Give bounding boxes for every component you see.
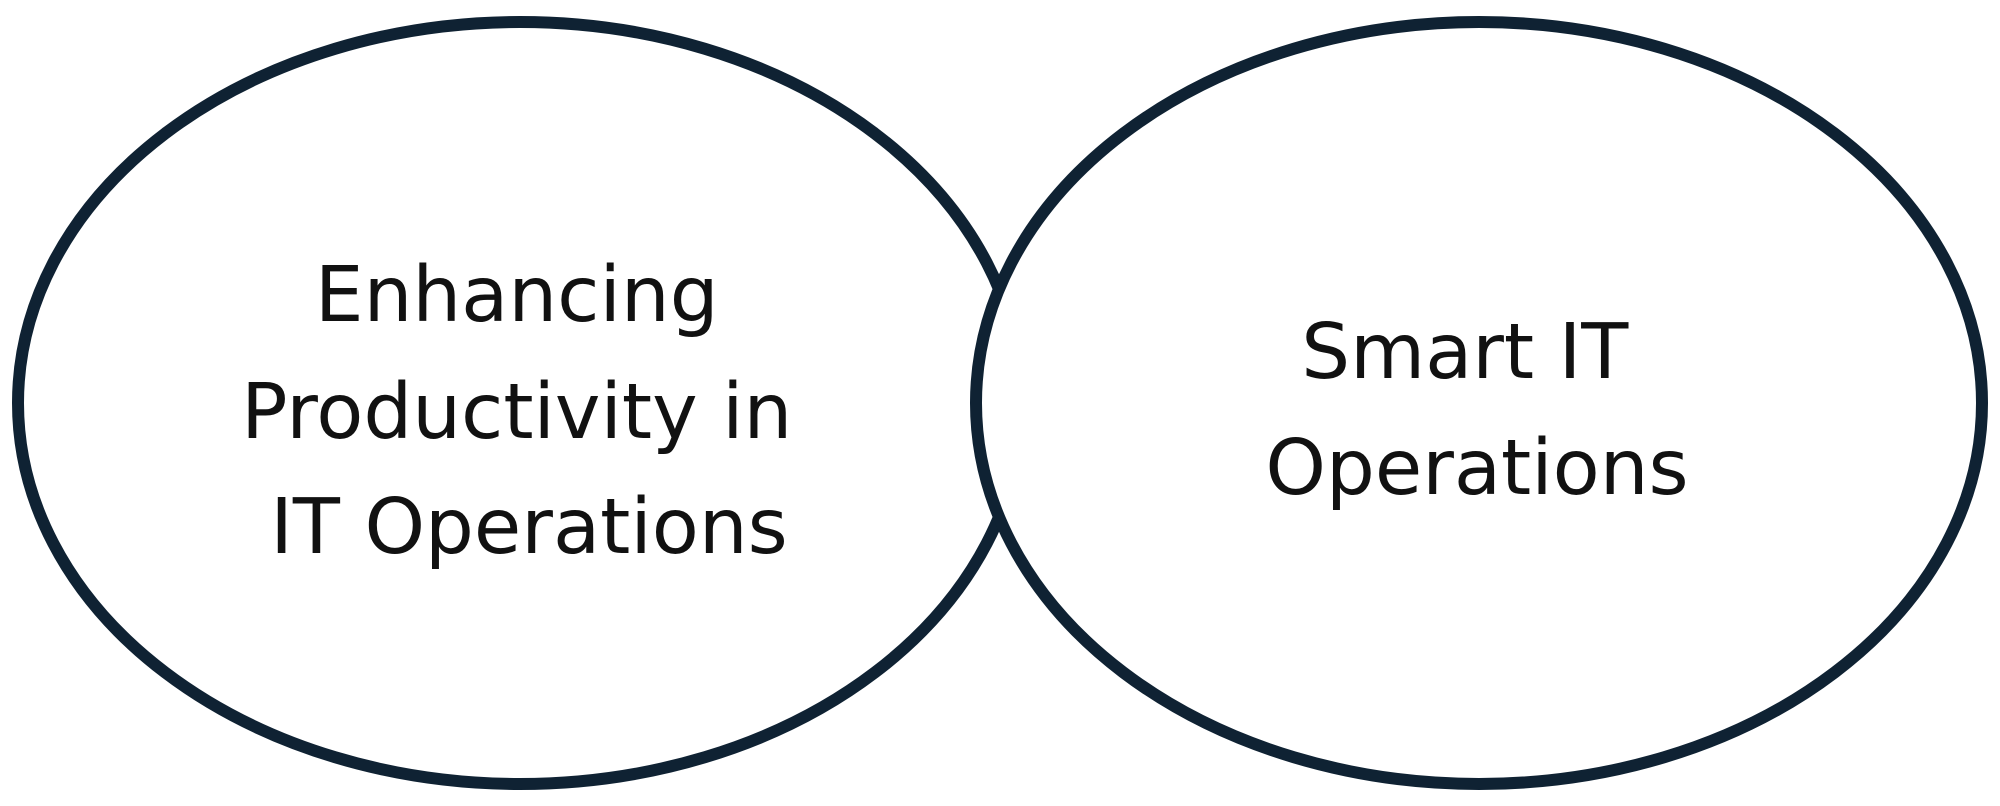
- left-label-line: IT Operations: [270, 483, 788, 572]
- left-ellipse-label: Enhancing Productivity in IT Operations: [241, 251, 817, 572]
- right-ellipse-label: Smart IT Operations: [1265, 308, 1688, 513]
- right-ellipse: [970, 16, 1988, 790]
- left-label-line: Enhancing: [315, 251, 719, 340]
- right-label-line: Operations: [1265, 424, 1688, 513]
- right-label-line: Smart IT: [1301, 308, 1629, 397]
- left-label-line: Productivity in: [241, 368, 792, 457]
